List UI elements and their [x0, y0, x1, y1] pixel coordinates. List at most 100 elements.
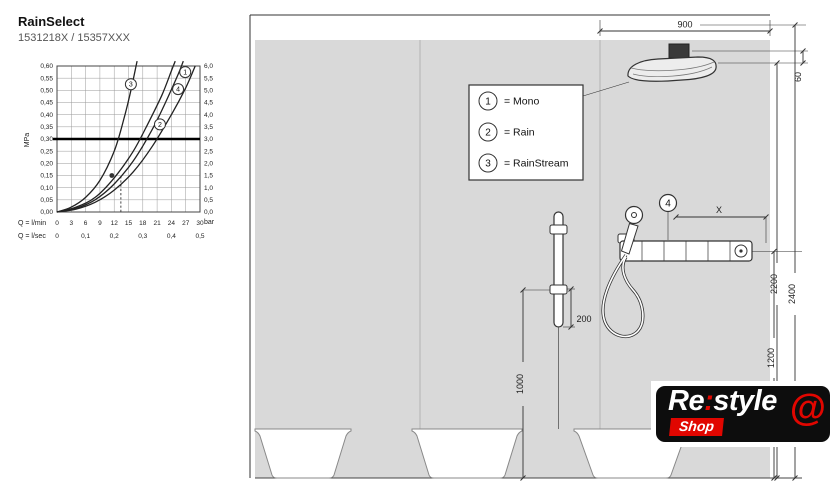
svg-text:6: 6 — [84, 220, 88, 227]
svg-text:0,25: 0,25 — [40, 148, 53, 155]
curve-label-circle-3 — [124, 78, 137, 91]
legend-item-3-number: 3 — [485, 159, 491, 170]
dim-tick — [568, 286, 574, 292]
shop-logo-wordmark: Re:style — [668, 385, 777, 418]
dim-tick — [597, 28, 603, 34]
dim-tick — [774, 60, 780, 66]
svg-text:0: 0 — [55, 220, 59, 227]
svg-text:9: 9 — [98, 220, 102, 227]
dim-60-label: 60 — [793, 72, 803, 82]
curve-label-circle-1 — [179, 66, 192, 79]
title-block: RainSelect 1531218X / 15357XXX — [18, 14, 130, 44]
item-4-number: 4 — [665, 199, 671, 210]
dim-200-label: 200 — [577, 314, 592, 324]
dim-60: 60 — [692, 48, 808, 82]
overhead-shower-connector — [668, 43, 690, 59]
logo-part1: Re — [668, 385, 705, 417]
dim-900: 900 — [597, 20, 773, 36]
bar-bracket-bottom — [549, 284, 568, 295]
dim-tick — [520, 475, 526, 481]
y-axis-unit-mpa: MPa — [24, 133, 31, 148]
curve-label-circle-4 — [172, 83, 185, 96]
svg-text:3,5: 3,5 — [204, 124, 213, 131]
flow-curve-4 — [56, 60, 176, 213]
dim-tick — [771, 475, 777, 481]
legend-leader-line — [582, 81, 630, 97]
svg-text:0,10: 0,10 — [40, 185, 53, 192]
x-axis-label-lmin: Q = l/min — [18, 220, 46, 227]
svg-text:0,4: 0,4 — [167, 233, 176, 240]
svg-text:0,2: 0,2 — [110, 233, 119, 240]
svg-text:0,0: 0,0 — [204, 209, 213, 216]
svg-text:1,0: 1,0 — [204, 185, 213, 192]
svg-text:0,05: 0,05 — [40, 197, 53, 204]
svg-text:0,45: 0,45 — [40, 100, 53, 107]
module-knob-dot — [739, 249, 743, 253]
dim-2400-label: 2400 — [787, 284, 797, 304]
product-codes: 1531218X / 15357XXX — [18, 32, 130, 44]
bathtub-1 — [254, 428, 352, 479]
dim-1000-label: 1000 — [515, 374, 525, 394]
bathtub-2 — [411, 428, 523, 479]
product-name: RainSelect — [18, 14, 85, 29]
flow-pressure-chart: 12340,000,050,100,150,200,250,300,350,40… — [18, 60, 215, 240]
svg-text:0,15: 0,15 — [40, 173, 53, 180]
svg-text:3,0: 3,0 — [204, 136, 213, 143]
svg-text:1,5: 1,5 — [204, 173, 213, 180]
shower-head-detail-line — [632, 66, 713, 77]
svg-text:4,0: 4,0 — [204, 112, 213, 119]
svg-text:24: 24 — [168, 220, 176, 227]
operating-point — [109, 173, 115, 178]
hand-shower-head-center — [631, 212, 637, 218]
hand-shower-handle — [620, 222, 639, 255]
legend-item-3-label: = RainStream — [504, 158, 569, 170]
dim-tick — [800, 48, 806, 54]
legend-item-2-number: 2 — [485, 128, 491, 139]
svg-text:30: 30 — [196, 220, 204, 227]
curve-label-number-1: 1 — [183, 69, 187, 76]
dim-tick — [673, 214, 679, 220]
flow-curve-3 — [56, 60, 138, 213]
dim-200: 200 — [563, 286, 592, 330]
svg-text:0,40: 0,40 — [40, 112, 53, 119]
svg-text:0,00: 0,00 — [40, 209, 53, 216]
y-axis-unit-bar: bar — [204, 219, 215, 226]
logo-colon: : — [704, 385, 714, 417]
overhead-shower-head — [627, 56, 717, 82]
svg-text:0,5: 0,5 — [204, 197, 213, 204]
curve-label-number-2: 2 — [158, 122, 162, 129]
svg-text:21: 21 — [153, 220, 161, 227]
dim-tick — [774, 475, 780, 481]
x-axis-label-lsec: Q = l/sec — [18, 233, 46, 240]
curve-label-circle-2 — [153, 118, 166, 131]
logo-part2: style — [713, 385, 777, 417]
chart-plot: 12340,000,050,100,150,200,250,300,350,40… — [18, 60, 215, 240]
svg-text:6,0: 6,0 — [204, 63, 213, 70]
flow-curve-2 — [56, 65, 196, 213]
bar-bracket-top — [549, 224, 568, 235]
svg-text:0,20: 0,20 — [40, 161, 53, 168]
svg-text:0,3: 0,3 — [138, 233, 147, 240]
legend-item-3-circle — [478, 153, 498, 173]
dim-tick — [763, 214, 769, 220]
svg-text:0,30: 0,30 — [40, 136, 53, 143]
svg-text:5,5: 5,5 — [204, 75, 213, 82]
svg-text:0,55: 0,55 — [40, 75, 53, 82]
dim-tick — [520, 287, 526, 293]
legend-item-1-circle — [478, 91, 498, 111]
item-4-marker: 4 — [658, 193, 678, 240]
item-4-circle — [658, 193, 678, 213]
dim-tick — [792, 22, 798, 28]
overhead-shower — [627, 43, 717, 82]
legend-item-2-label: = Rain — [504, 127, 535, 139]
svg-text:15: 15 — [125, 220, 133, 227]
curve-label-number-3: 3 — [129, 82, 133, 89]
dim-x: X — [673, 205, 769, 243]
svg-text:12: 12 — [111, 220, 119, 227]
shop-logo-banner: Shop — [669, 418, 724, 436]
curve-label-number-4: 4 — [176, 87, 180, 94]
svg-text:0,60: 0,60 — [40, 63, 53, 70]
svg-text:0,5: 0,5 — [195, 233, 204, 240]
svg-text:27: 27 — [182, 220, 190, 227]
